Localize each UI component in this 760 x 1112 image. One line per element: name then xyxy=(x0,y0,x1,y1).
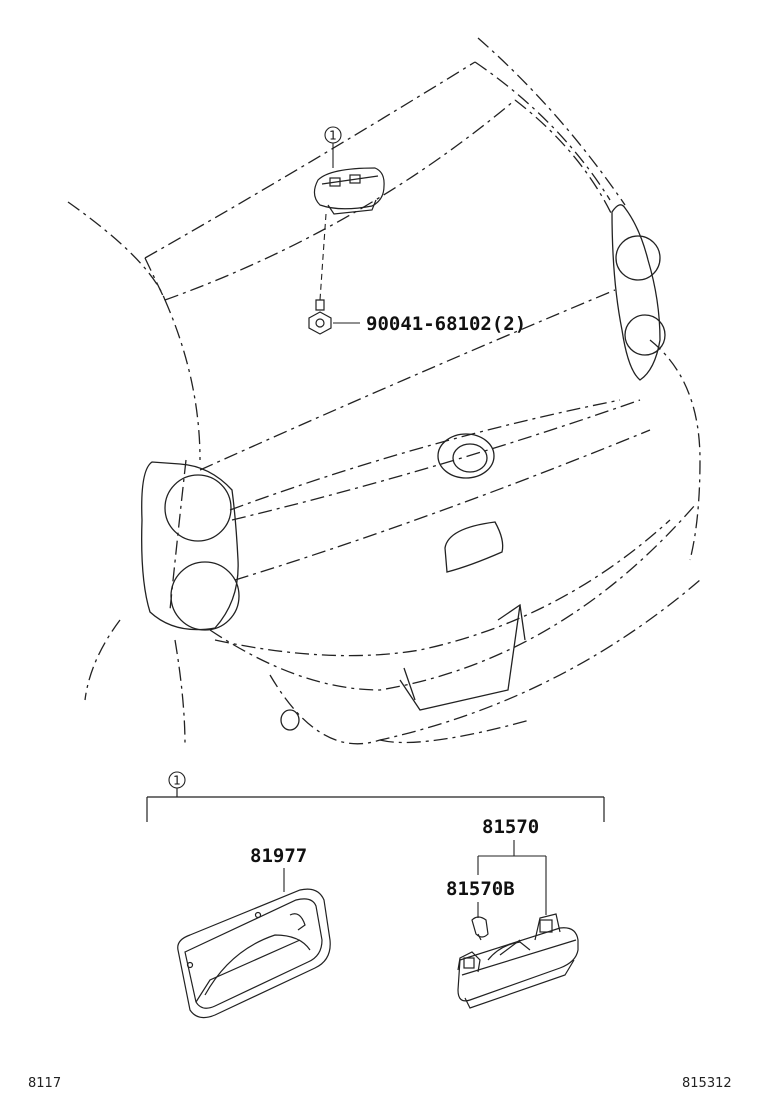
lamp-assembly-part-label: 81570 xyxy=(482,816,539,838)
footer-right-code: 815312 xyxy=(682,1076,732,1091)
screw-install-line xyxy=(319,213,327,301)
vehicle-lamps xyxy=(141,204,666,731)
bulb-icon xyxy=(471,916,489,941)
vehicle-outline xyxy=(67,37,701,746)
ref-marker-top: 1 xyxy=(329,129,337,143)
lamp-assembly-leader xyxy=(477,840,547,915)
screw-part-label: 90041-68102(2) xyxy=(366,313,526,335)
footer-left-code: 8117 xyxy=(28,1076,62,1091)
lens-cover-icon xyxy=(177,888,331,1019)
bulb-part-label: 81570B xyxy=(446,878,515,900)
ref-marker-bottom: 1 xyxy=(173,774,181,788)
stop-lamp-unit-icon xyxy=(457,913,579,1009)
cover-part-label: 81977 xyxy=(250,845,307,867)
assembly-bracket xyxy=(146,788,605,822)
stop-lamp-on-vehicle xyxy=(313,167,385,215)
screw-icon xyxy=(308,299,332,335)
